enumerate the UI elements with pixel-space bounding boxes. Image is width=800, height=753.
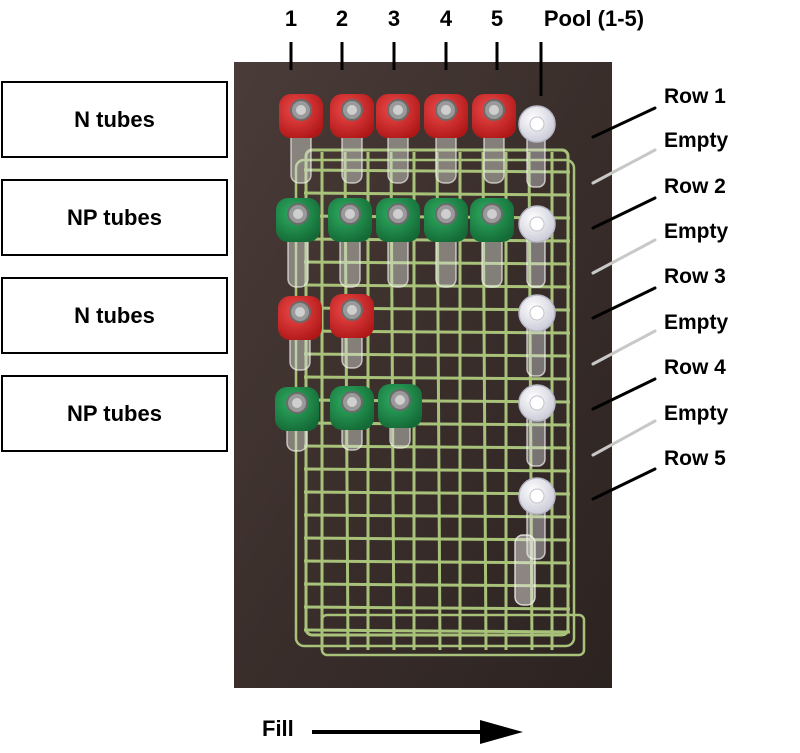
row-label-row1: Row 1 xyxy=(664,85,726,108)
pool-tube xyxy=(518,205,556,288)
red-tube-row1 xyxy=(279,94,323,184)
rack-wire-horizontal xyxy=(303,628,571,634)
row-label-row4: Row 4 xyxy=(664,356,726,379)
red-tube-row1 xyxy=(330,94,374,184)
green-tube-row4 xyxy=(330,386,374,451)
fill-arrow xyxy=(312,720,523,744)
rack-wire-horizontal xyxy=(303,467,571,473)
row-label-row3: Row 3 xyxy=(664,265,726,288)
rack-wire-horizontal xyxy=(303,352,571,358)
green-tube-row2 xyxy=(328,198,372,288)
green-tube-row2 xyxy=(276,198,320,288)
column-label-4: 4 xyxy=(439,6,453,31)
red-tube-row3 xyxy=(278,296,322,371)
pool-tube xyxy=(518,384,556,467)
rack-wire-horizontal xyxy=(303,168,571,174)
spare-tube xyxy=(514,534,536,606)
column-pointers xyxy=(289,42,543,96)
rack-wire-horizontal xyxy=(303,260,571,266)
red-tube-row1 xyxy=(424,94,468,184)
row-label-empty2: Empty xyxy=(664,220,729,243)
row-label-empty1: Empty xyxy=(664,129,729,152)
red-tube-row1 xyxy=(472,94,516,184)
row-pointers xyxy=(591,106,657,501)
red-tube-row3 xyxy=(330,294,374,369)
label-row4-np-tubes: NP tubes xyxy=(1,375,228,452)
green-tube-row4 xyxy=(378,384,422,449)
label-row2-np-tubes: NP tubes xyxy=(1,179,228,256)
row-label-empty4: Empty xyxy=(664,402,729,425)
green-tube-row4 xyxy=(275,387,319,452)
label-row1-n-tubes: N tubes xyxy=(1,81,228,158)
green-tube-row2 xyxy=(424,198,468,288)
rack-wire-horizontal xyxy=(303,444,571,450)
pool-tube xyxy=(518,105,556,188)
fill-label: Fill xyxy=(262,716,294,741)
rack-wire-horizontal xyxy=(303,283,571,289)
column-label-3: 3 xyxy=(387,6,401,31)
pool-tube xyxy=(518,477,556,560)
rack-wire-horizontal xyxy=(303,191,571,197)
row-label-row2: Row 2 xyxy=(664,175,726,198)
column-label-pool: Pool (1-5) xyxy=(543,6,645,31)
green-tube-row2 xyxy=(470,198,514,288)
red-tube-row1 xyxy=(376,94,420,184)
rack-wire-horizontal xyxy=(303,513,571,519)
label-row3-n-tubes: N tubes xyxy=(1,277,228,354)
column-label-1: 1 xyxy=(284,6,298,31)
row-label-empty3: Empty xyxy=(664,311,729,334)
column-label-2: 2 xyxy=(335,6,349,31)
row-label-row5: Row 5 xyxy=(664,447,726,470)
green-tube-row2 xyxy=(376,198,420,288)
rack-wire-horizontal xyxy=(303,375,571,381)
pool-tube xyxy=(518,294,556,377)
rack-wire-horizontal xyxy=(303,605,571,611)
column-label-5: 5 xyxy=(490,6,504,31)
tubes-layer xyxy=(275,94,556,606)
